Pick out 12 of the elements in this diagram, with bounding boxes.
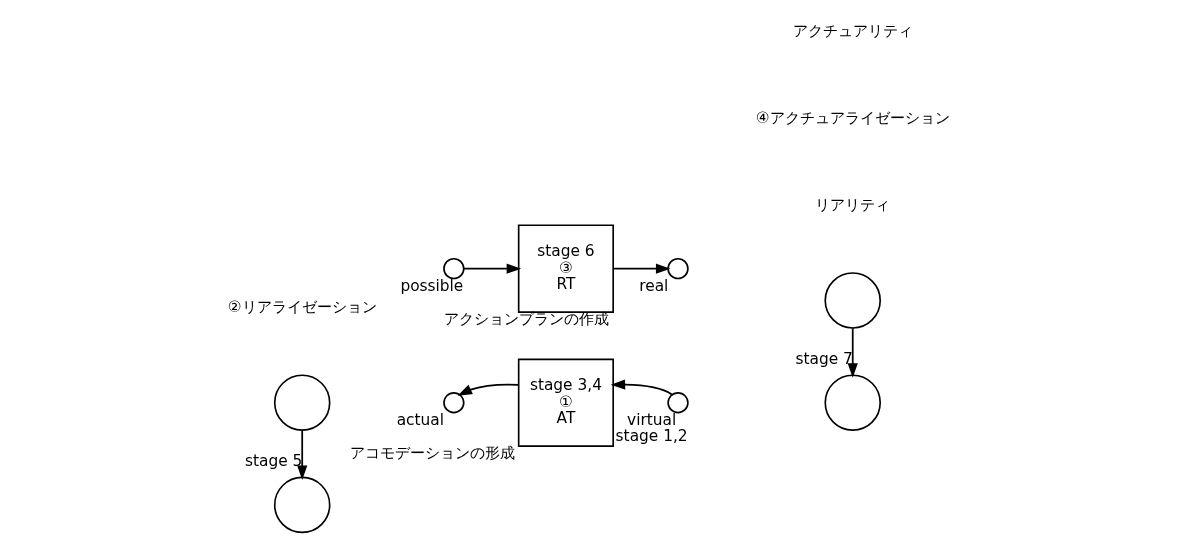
edge-label: stage 5 xyxy=(244,452,302,471)
label: ④アクチュアライゼーション xyxy=(755,109,950,128)
edge-label: stage 7 xyxy=(794,350,853,369)
label: リアリティ xyxy=(814,196,890,215)
node-label: virtual xyxy=(626,410,676,429)
node-label: stage 1,2 xyxy=(615,427,688,446)
node-label: real xyxy=(638,276,668,295)
node-label: actual xyxy=(396,410,444,429)
label: アクチュアリティ xyxy=(792,22,913,41)
label: ②リアライゼーション xyxy=(227,298,377,317)
node-label: アコモデーションの形成 xyxy=(349,444,515,463)
node-label: possible xyxy=(399,276,463,295)
